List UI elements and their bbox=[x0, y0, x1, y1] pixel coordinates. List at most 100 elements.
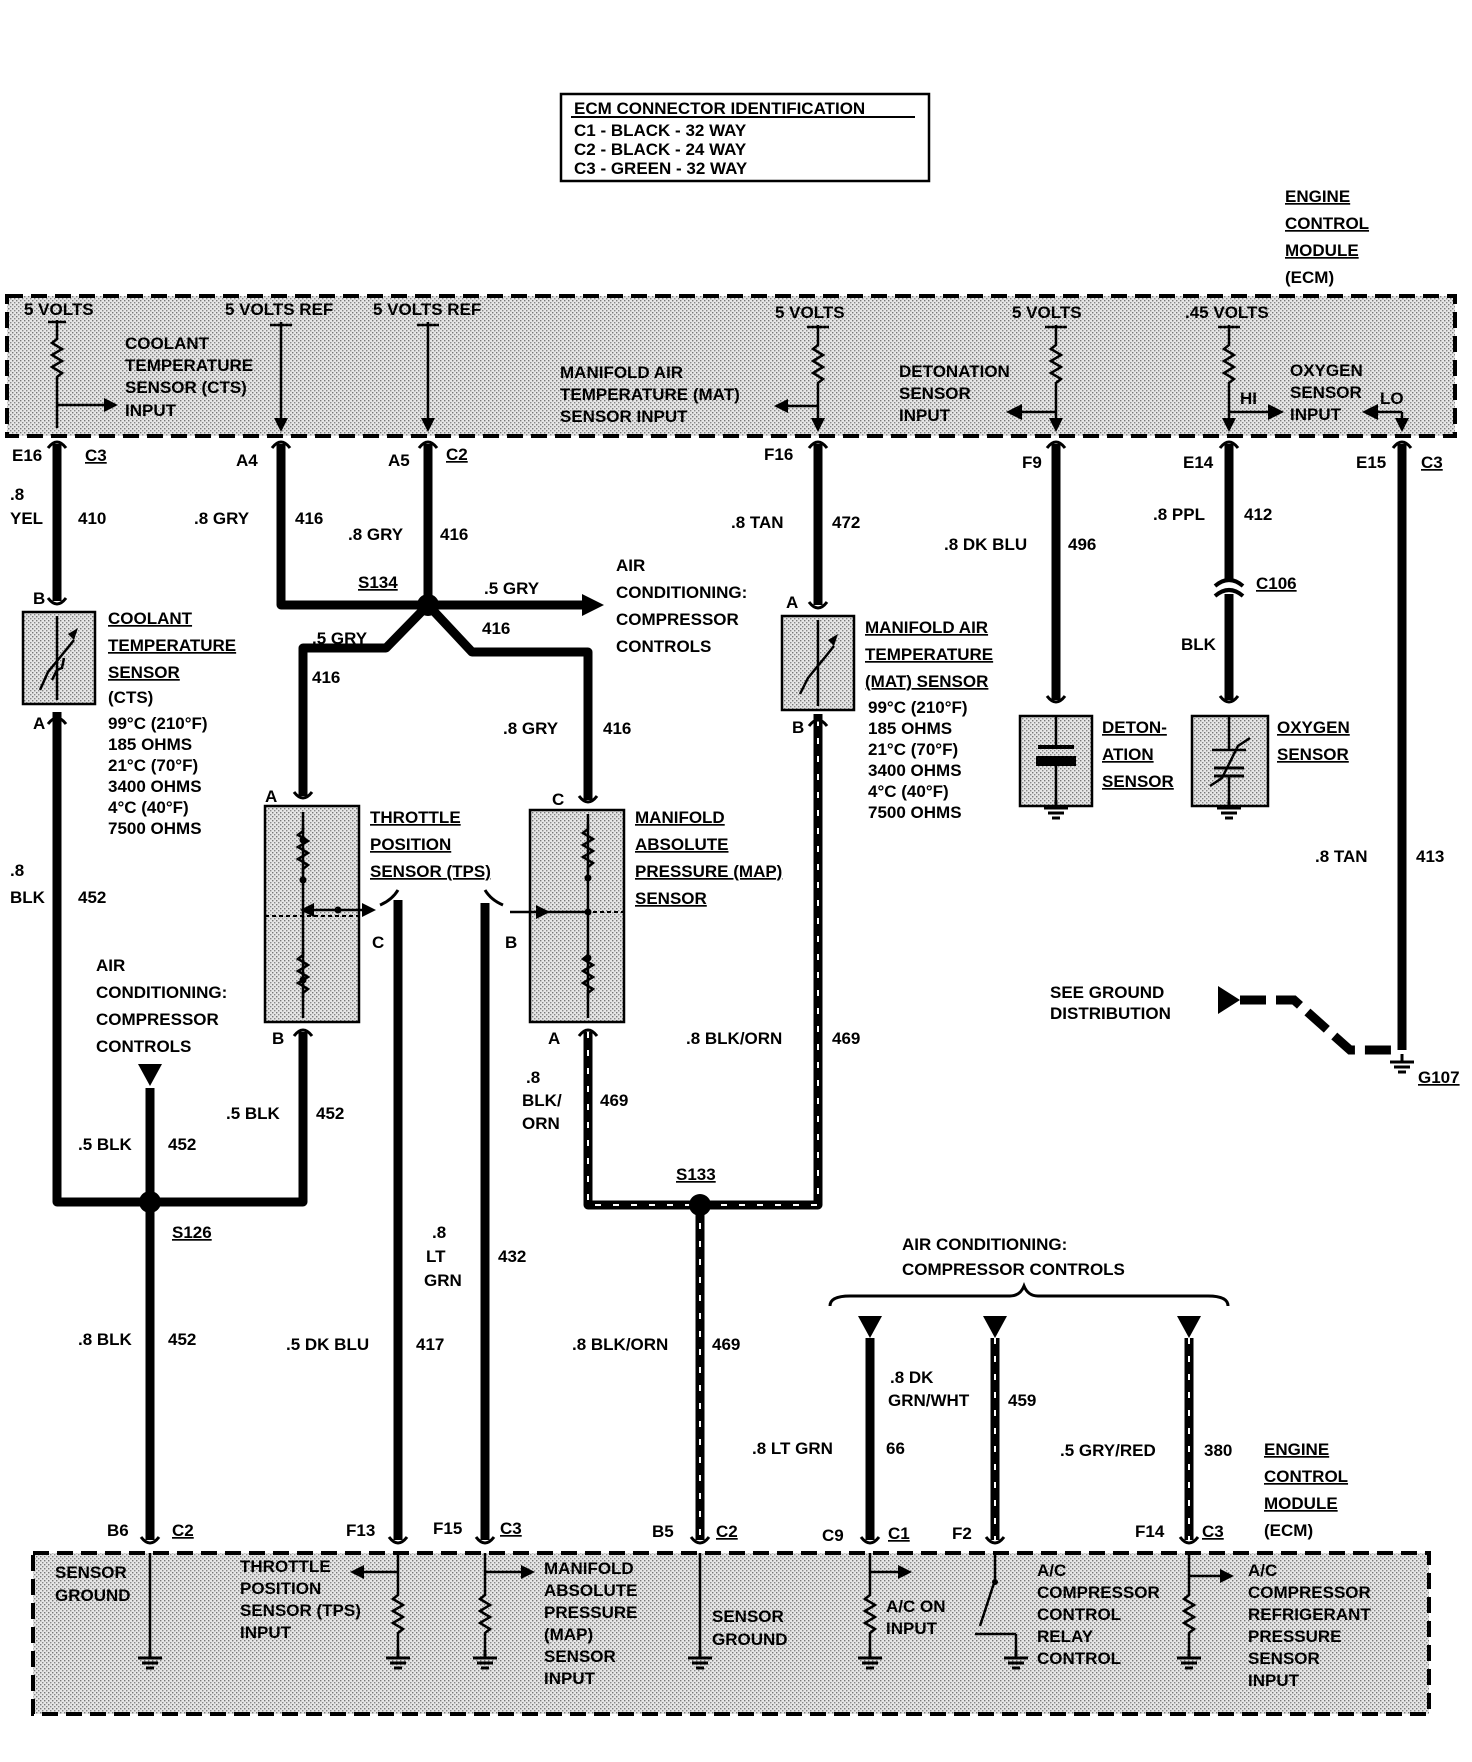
wire-size: .8 DK bbox=[890, 1368, 934, 1387]
cts-input-label: SENSOR (CTS) bbox=[125, 378, 247, 397]
ecm-bottom-module bbox=[31, 1551, 1431, 1716]
ac-relay-label: CONTROL bbox=[1037, 1605, 1121, 1624]
wire-label: .5 BLK bbox=[226, 1104, 281, 1123]
mat-spec: 21°C (70°F) bbox=[868, 740, 958, 759]
circuit-number: 410 bbox=[78, 509, 106, 528]
ecm-title-line: (ECM) bbox=[1285, 268, 1334, 287]
circuit-number: 66 bbox=[886, 1439, 905, 1458]
circuit-number: 416 bbox=[312, 668, 340, 687]
ac-relay-label: CONTROL bbox=[1037, 1649, 1121, 1668]
o2-input-label: OXYGEN bbox=[1290, 361, 1363, 380]
pin-label: E16 bbox=[12, 446, 42, 465]
cts-spec: 99°C (210°F) bbox=[108, 714, 208, 733]
wire-label: .8 PPL bbox=[1153, 505, 1205, 524]
mat-label: MANIFOLD AIR bbox=[865, 618, 988, 637]
ac-controls-top: CONTROLS bbox=[616, 637, 711, 656]
pin-label: C9 bbox=[822, 1526, 844, 1545]
ecm-top-input-labels: COOLANT TEMPERATURE SENSOR (CTS) INPUT M… bbox=[125, 334, 1404, 426]
splice-s134-label: S134 bbox=[358, 573, 398, 592]
wire-color: BLK/ bbox=[522, 1091, 562, 1110]
ecm-title-line: MODULE bbox=[1264, 1494, 1338, 1513]
ac-pressure-label: REFRIGERANT bbox=[1248, 1605, 1371, 1624]
ecm-top-internal-circuits bbox=[48, 320, 1409, 432]
ac-pressure-label: PRESSURE bbox=[1248, 1627, 1342, 1646]
ecm-bottom-internal-circuits bbox=[136, 1553, 1234, 1670]
ac-controls-left: COMPRESSOR bbox=[96, 1010, 219, 1029]
connector-label: C1 bbox=[888, 1524, 910, 1543]
cts-input-label: INPUT bbox=[125, 401, 177, 420]
mat-sensor: A B MANIFOLD AIR TEMPERATURE (MAT) SENSO… bbox=[780, 593, 993, 822]
wire-label: .8 BLK/ORN bbox=[572, 1335, 668, 1354]
ground-g107-label: G107 bbox=[1418, 1068, 1460, 1087]
connector-label: C3 bbox=[1421, 453, 1443, 472]
map-pin-a: A bbox=[548, 1029, 560, 1048]
o2-lo-label: LO bbox=[1380, 389, 1404, 408]
wire-color: BLK bbox=[10, 888, 46, 907]
mat-spec: 4°C (40°F) bbox=[868, 782, 949, 801]
supply-045v: .45 VOLTS bbox=[1185, 303, 1269, 322]
see-ground-label: SEE GROUND bbox=[1050, 983, 1164, 1002]
legend-row: C1 - BLACK - 32 WAY bbox=[574, 121, 747, 140]
wire-label: .8 TAN bbox=[1315, 847, 1368, 866]
mat-abbrev: (MAT) SENSOR bbox=[865, 672, 988, 691]
cts-input-label: TEMPERATURE bbox=[125, 356, 253, 375]
sensor-ground-label: SENSOR bbox=[55, 1563, 127, 1582]
pin-label: E14 bbox=[1183, 453, 1214, 472]
map-pin-b: B bbox=[505, 933, 517, 952]
tps-sensor: A B C THROTTLE POSITION SENSOR (TPS) bbox=[263, 787, 491, 1048]
wire-size: .8 bbox=[432, 1223, 446, 1242]
ecm-title-line: CONTROL bbox=[1285, 214, 1369, 233]
ac-pressure-label: A/C bbox=[1248, 1561, 1277, 1580]
ac-controls-left: AIR bbox=[96, 956, 125, 975]
wire-color: LT bbox=[426, 1247, 446, 1266]
ac-controls-top: AIR bbox=[616, 556, 645, 575]
cts-abbrev: (CTS) bbox=[108, 688, 153, 707]
splice-s126-label: S126 bbox=[172, 1223, 212, 1242]
o2-input-label: SENSOR bbox=[1290, 383, 1362, 402]
supply-5v: 5 VOLTS bbox=[1012, 303, 1082, 322]
wires bbox=[46, 440, 1416, 1545]
splices: S134 S126 S133 bbox=[139, 573, 716, 1242]
det-input-label: DETONATION bbox=[899, 362, 1010, 381]
pin-label: A4 bbox=[236, 451, 258, 470]
tps-label: POSITION bbox=[370, 835, 451, 854]
circuit-number: 432 bbox=[498, 1247, 526, 1266]
wire-label: .5 BLK bbox=[78, 1135, 133, 1154]
ecm-title-top: ENGINE CONTROL MODULE (ECM) bbox=[1285, 187, 1369, 287]
tps-label: THROTTLE bbox=[370, 808, 461, 827]
sensor-ground-label: GROUND bbox=[712, 1630, 788, 1649]
wire-label: .8 TAN bbox=[731, 513, 784, 532]
wire-label: .8 LT GRN bbox=[752, 1439, 833, 1458]
cts-label: SENSOR bbox=[108, 663, 180, 682]
wire-color: BLK bbox=[1181, 635, 1217, 654]
sensor-ground-label: GROUND bbox=[55, 1586, 131, 1605]
wire-label: .5 GRY/RED bbox=[1060, 1441, 1156, 1460]
tps-input-label: THROTTLE bbox=[240, 1557, 331, 1576]
cts-spec: 185 OHMS bbox=[108, 735, 192, 754]
tps-label: SENSOR (TPS) bbox=[370, 862, 491, 881]
ac-controls-left: CONTROLS bbox=[96, 1037, 191, 1056]
pin-label: F16 bbox=[764, 445, 793, 464]
ecm-bottom-pins: B6 C2 F13 F15 C3 B5 C2 C9 C1 F2 F14 C3 bbox=[107, 1519, 1224, 1545]
pin-label: F9 bbox=[1022, 453, 1042, 472]
circuit-number: 469 bbox=[600, 1091, 628, 1110]
legend-row: C2 - BLACK - 24 WAY bbox=[574, 140, 747, 159]
mat-input-label: TEMPERATURE (MAT) bbox=[560, 385, 740, 404]
ac-relay-label: RELAY bbox=[1037, 1627, 1094, 1646]
wire-size: .8 bbox=[10, 485, 24, 504]
det-input-label: SENSOR bbox=[899, 384, 971, 403]
mat-input-label: SENSOR INPUT bbox=[560, 407, 688, 426]
pin-label: B5 bbox=[652, 1522, 674, 1541]
circuit-number: 469 bbox=[712, 1335, 740, 1354]
pin-label: A5 bbox=[388, 451, 410, 470]
cts-pin-b: B bbox=[33, 589, 45, 608]
map-input-label: (MAP) bbox=[544, 1625, 593, 1644]
ac-controls-left: CONDITIONING: bbox=[96, 983, 227, 1002]
ecm-title-line: MODULE bbox=[1285, 241, 1359, 260]
ac-pressure-label: SENSOR bbox=[1248, 1649, 1320, 1668]
circuit-number: 413 bbox=[1416, 847, 1444, 866]
cts-spec: 4°C (40°F) bbox=[108, 798, 189, 817]
map-label: SENSOR bbox=[635, 889, 707, 908]
circuit-number: 416 bbox=[440, 525, 468, 544]
